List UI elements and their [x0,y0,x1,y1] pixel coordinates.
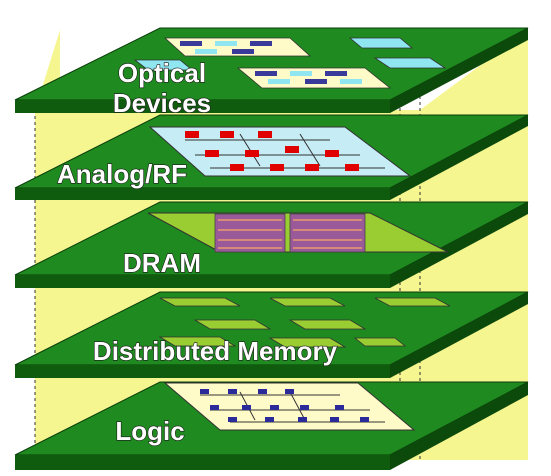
layer-memory-side [390,292,528,378]
layer-analog-side [390,115,528,200]
layer-logic-label: Logic [115,416,184,446]
layer-dram-side [390,202,528,288]
layer-analog-label: Analog/RF [57,159,187,189]
layer-optical-label-line1: Optical [118,58,206,88]
layer-memory-front [15,365,390,378]
layer-analog-front [15,188,390,200]
dram-module-icon [214,213,366,253]
memory-block-icon [158,297,451,348]
layer-optical-side [390,28,528,113]
optical-device-chip-icon [133,37,447,89]
logic-chip-icon [163,382,416,431]
layer-optical-label-line2: Devices [113,88,211,118]
layer-memory: Distributed Memory [14,291,529,378]
layer-logic-side [390,382,528,470]
rf-chip-icon [148,126,412,177]
layer-dram-label: DRAM [123,248,201,278]
layer-dram-front [15,275,390,288]
layer-memory-label: Distributed Memory [93,336,338,366]
layer-dram: DRAM [14,201,529,288]
layer-optical-front [15,100,390,113]
layer-optical: Optical Devices [14,27,529,119]
layer-logic: Logic [14,381,529,470]
layer-logic-front [15,455,390,470]
layer-analog: Analog/RF [14,114,529,200]
